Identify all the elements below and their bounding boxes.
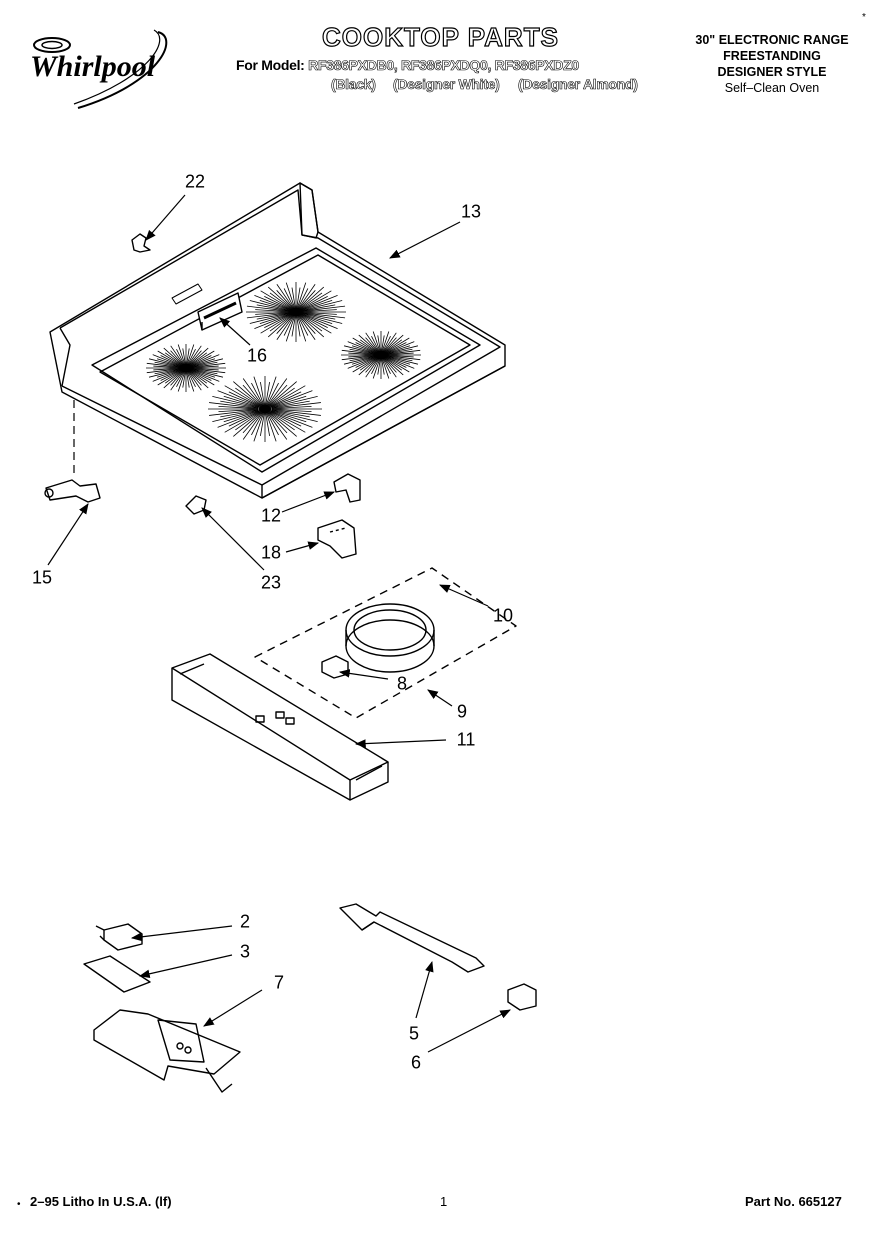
control-bezel-16 (197, 292, 243, 331)
corner-mark: * (862, 12, 866, 23)
connector-8 (321, 655, 349, 679)
burner-patterns (146, 282, 421, 442)
burner-front-right (208, 376, 322, 442)
page-title: COOKTOP PARTS (321, 21, 559, 52)
clip-22 (131, 233, 151, 253)
footer-litho: 2–95 Litho In U.S.A. (lf) (30, 1194, 172, 1209)
surface-element-10 (345, 603, 435, 673)
model-numbers: RF386PXDB0, RF386PXDQ0, RF386PXDZ0 (308, 57, 580, 74)
callout-23: 23 (260, 572, 282, 593)
connector-6 (507, 983, 537, 1011)
cooktop-frame (49, 182, 506, 499)
callout-6: 6 (410, 1052, 422, 1073)
callout-22: 22 (184, 171, 206, 192)
callout-12: 12 (260, 505, 282, 526)
spec-range: 30" ELECTRONIC RANGE (695, 33, 849, 47)
callout-16: 16 (246, 345, 268, 366)
variant-almond: (Designer Almond) (518, 76, 639, 93)
burner-rear-right (246, 282, 346, 342)
callout-13: 13 (460, 201, 482, 222)
burner-rear-far-right (341, 331, 421, 379)
part-number: Part No. 665127 (745, 1194, 842, 1209)
callout-8: 8 (396, 673, 408, 694)
variant-black: (Black) (331, 76, 376, 93)
page-number: 1 (440, 1194, 448, 1209)
spec-style: DESIGNER STYLE (717, 65, 827, 79)
element-panel-9 (254, 567, 517, 719)
bracket-12 (333, 473, 361, 503)
insulator-3 (83, 955, 151, 993)
callout-5: 5 (408, 1023, 420, 1044)
model-line: For Model: RF386PXDB0, RF386PXDQ0, RF386… (236, 57, 580, 74)
mounting-bracket-7 (93, 1009, 241, 1093)
spec-oven: Self–Clean Oven (724, 81, 820, 95)
variant-white: (Designer White) (393, 76, 500, 93)
callout-18: 18 (260, 542, 282, 563)
model-prefix: For Model: (236, 57, 305, 73)
callout-15: 15 (31, 567, 53, 588)
spec-freestanding: FREESTANDING (723, 49, 821, 63)
callout-9: 9 (456, 701, 468, 722)
callout-2: 2 (239, 911, 251, 932)
whirlpool-logo: Whirlpool (30, 29, 168, 109)
switch-18 (317, 519, 357, 559)
support-channel-11 (171, 653, 389, 801)
burner-front-left (146, 344, 226, 392)
grommet-23 (185, 495, 207, 515)
callout-3: 3 (239, 941, 251, 962)
brand-wordmark: Whirlpool (30, 50, 156, 83)
switch-2 (95, 923, 143, 951)
callout-7: 7 (273, 972, 285, 993)
terminal-block-15 (44, 479, 101, 503)
callout-10: 10 (492, 605, 514, 626)
sensor-rod-5 (339, 903, 485, 973)
callout-11: 11 (456, 729, 476, 750)
footer-bullet: • (17, 1199, 21, 1210)
